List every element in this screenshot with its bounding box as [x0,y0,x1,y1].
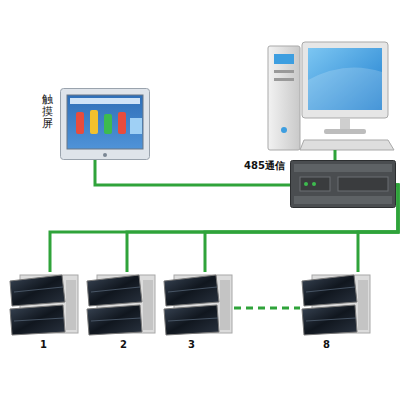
touchscreen-node: 触摸屏 [60,88,150,160]
unit-illustration [162,272,234,336]
unit-number: 8 [323,339,330,350]
unit-node: 8 [300,272,372,336]
comm-label: 485通信 [244,159,285,173]
unit-node: 1 [8,272,80,336]
unit-number: 2 [120,339,127,350]
plc-illustration [290,160,396,208]
bus-wire [50,185,398,272]
unit-illustration [300,272,372,336]
bus-wire [95,160,290,185]
unit-illustration [8,272,80,336]
unit-number: 3 [188,339,195,350]
vertical-label: 触摸屏 [42,94,53,130]
unit-illustration [85,272,157,336]
bus-wire [127,185,398,272]
unit-node: 2 [85,272,157,336]
unit-node: 3 [162,272,234,336]
bus-wire [205,185,398,272]
touch-illustration [60,88,150,160]
unit-number: 1 [40,339,47,350]
bus-wire [234,307,300,310]
plc-node: 485通信 [290,160,396,208]
